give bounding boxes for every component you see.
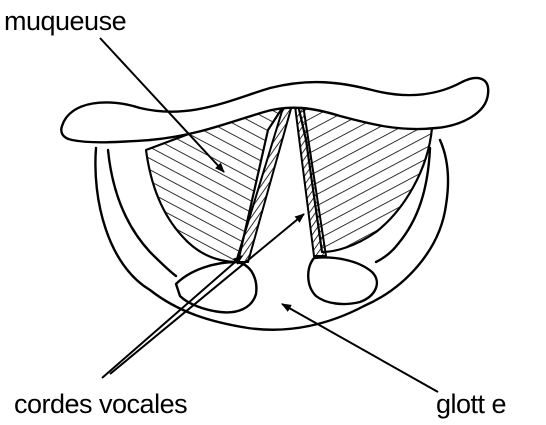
right-arytenoid bbox=[308, 258, 377, 304]
label-glottis: glott e bbox=[436, 391, 506, 418]
label-vocal-cords: cordes vocales bbox=[14, 391, 187, 418]
label-mucosa: muqueuse bbox=[4, 8, 126, 35]
glottis-pointer bbox=[282, 304, 438, 392]
